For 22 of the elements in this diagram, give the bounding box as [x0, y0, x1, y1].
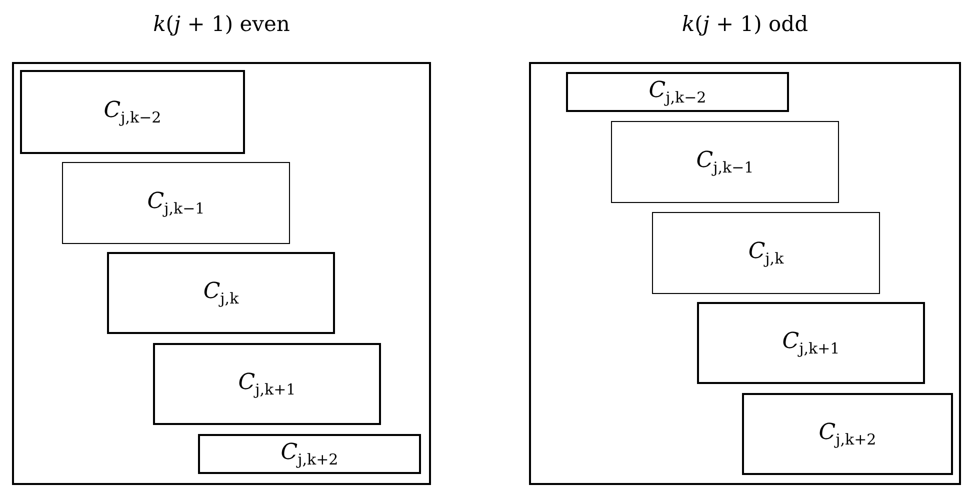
- block-box: [697, 302, 925, 384]
- block-box: [652, 212, 880, 294]
- block-label: C$_{j,k−2}$: [104, 98, 162, 126]
- block-box: [62, 162, 290, 244]
- block-box: [611, 121, 839, 203]
- block-box: [153, 343, 381, 425]
- block-box: [742, 393, 953, 475]
- panel-heading: k(j + 1) odd: [680, 12, 810, 36]
- block-label: C$_{j,k+2}$: [818, 420, 876, 448]
- block-label: C$_{j,k−1}$: [147, 188, 205, 218]
- block-label: C$_{j,k−2}$: [648, 78, 706, 106]
- block-box: [566, 72, 789, 112]
- block-label: C$_{j,k+1}$: [238, 370, 296, 398]
- block-label: C$_{j,k}$: [748, 238, 784, 268]
- panel-heading: k(j + 1) even: [152, 12, 291, 36]
- block-box: [20, 70, 245, 154]
- block-box: [107, 252, 335, 334]
- block-box: [198, 434, 421, 474]
- block-label: C$_{j,k+2}$: [280, 440, 338, 468]
- block-label: C$_{j,k}$: [203, 278, 239, 308]
- block-label: C$_{j,k+1}$: [782, 328, 840, 358]
- block-label: C$_{j,k−1}$: [696, 148, 754, 176]
